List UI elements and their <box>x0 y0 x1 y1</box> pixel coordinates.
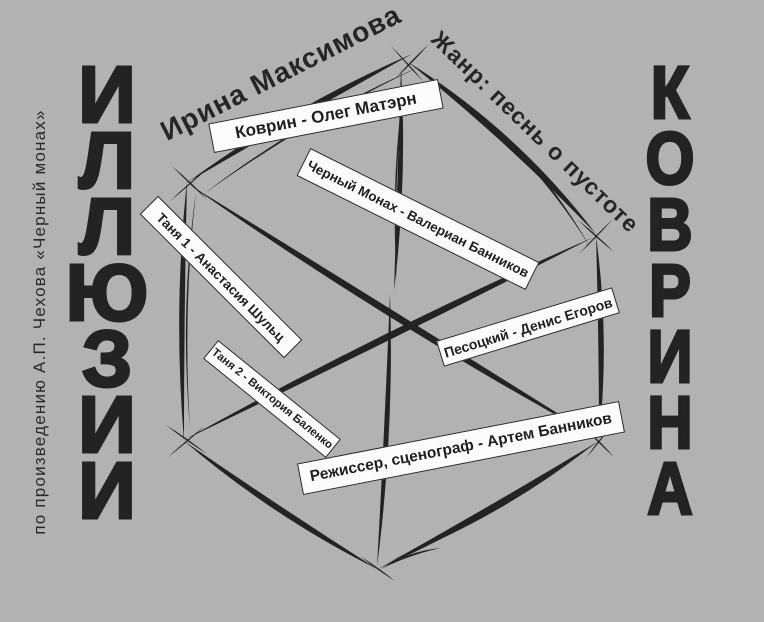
source-attribution: по произведению А.П. Чехова «Черный мона… <box>30 109 49 535</box>
